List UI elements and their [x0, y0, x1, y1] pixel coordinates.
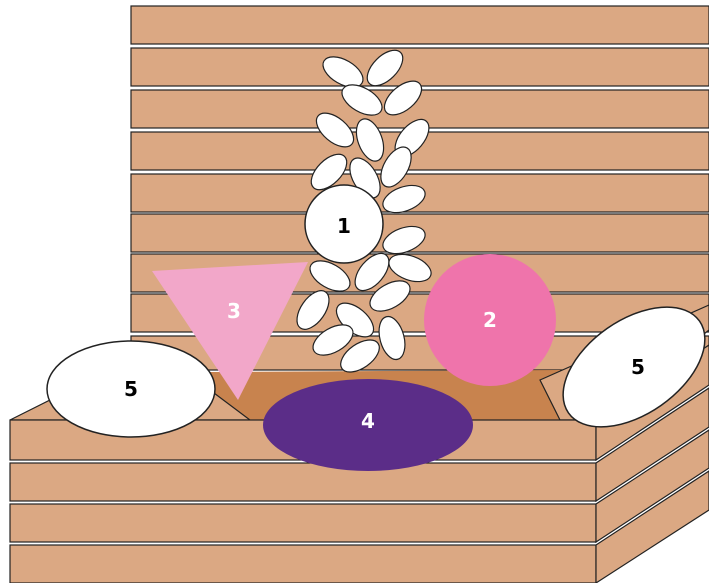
leaf [309, 260, 351, 292]
item-1-label: 1 [337, 214, 351, 238]
item-2-circle [424, 254, 556, 386]
back-plank [130, 47, 709, 87]
front-wall [9, 419, 597, 583]
leaf [315, 112, 355, 148]
item-4-label: 4 [361, 409, 375, 433]
front-plank [9, 544, 597, 583]
leaf [388, 253, 432, 283]
leaf [355, 118, 385, 162]
leaf [322, 56, 364, 88]
leaf [341, 84, 383, 116]
item-3-triangle [152, 262, 308, 400]
leaf [340, 339, 380, 373]
leaf [312, 324, 354, 356]
leaf [310, 153, 348, 191]
side-plank [595, 429, 709, 544]
leaf [354, 252, 390, 292]
side-plank [595, 387, 709, 503]
back-plank [130, 5, 709, 45]
item-5-left-label: 5 [124, 377, 138, 401]
item-5-right-label: 5 [631, 355, 645, 379]
leaf [380, 146, 412, 188]
front-plank [9, 462, 597, 502]
leaf [296, 290, 330, 330]
item-2-label: 2 [483, 308, 497, 332]
item-5-right-ellipse [562, 306, 706, 428]
side-plank [595, 470, 709, 583]
item-1-circle [304, 184, 384, 264]
item-3-label: 3 [227, 299, 241, 323]
leaf [366, 49, 404, 87]
front-plank [9, 503, 597, 543]
leaf [383, 80, 423, 116]
item-5-left-ellipse [46, 340, 216, 438]
item-4-ellipse [263, 379, 473, 471]
leaf [378, 315, 406, 361]
leaf [369, 280, 411, 312]
leaf [382, 225, 426, 255]
leaf [382, 184, 426, 214]
